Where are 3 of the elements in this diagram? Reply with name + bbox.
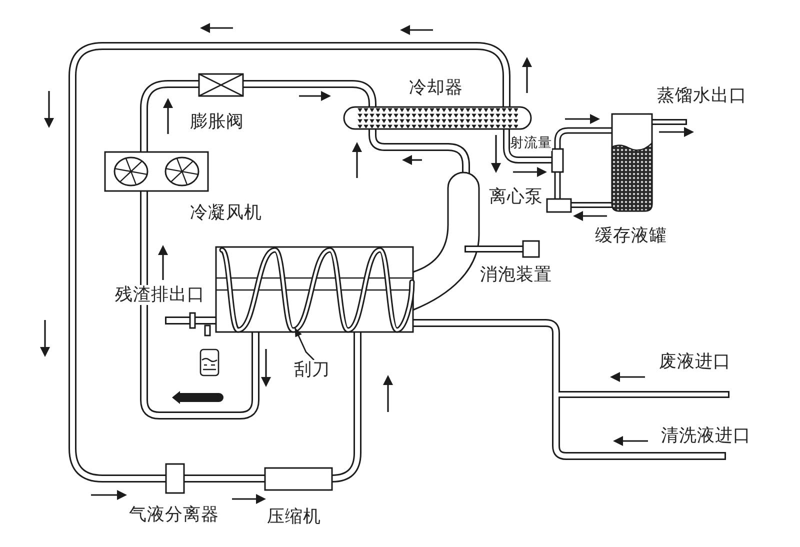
component-label: 压缩机 [267, 507, 321, 527]
component-label: 气液分离器 [129, 505, 219, 525]
component-label: 缓存液罐 [595, 226, 667, 246]
